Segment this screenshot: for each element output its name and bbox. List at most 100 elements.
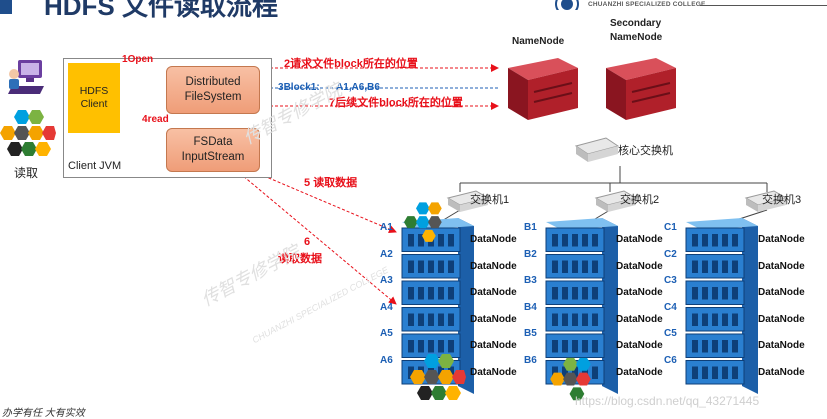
drive-slot (552, 340, 558, 353)
secondary-namenode-server-icon (606, 58, 676, 120)
step-4-label: 4read (142, 114, 169, 125)
row-label: A3 (380, 275, 393, 286)
step-1-text: Open (127, 54, 154, 65)
datanode-label: DataNode (758, 340, 805, 351)
step-3-text: Block1: (283, 82, 320, 93)
drive-slot (552, 313, 558, 326)
college-name: CHUANZHI SPECIALIZED COLLEGE (588, 1, 706, 8)
reader-label: 读取 (14, 166, 39, 180)
row-label: C1 (664, 222, 677, 233)
step-1-number: 1 (122, 54, 128, 65)
drive-slot (448, 313, 454, 326)
fsdata-inputstream-box: FSData InputStream (166, 128, 260, 172)
switch-3-icon (744, 190, 788, 212)
slogan-signature: 办学有任 大有实效 (2, 408, 85, 419)
drive-slot (552, 287, 558, 300)
namenode-server-icon (508, 58, 578, 120)
drive-slot (572, 287, 578, 300)
drive-slot (592, 234, 598, 247)
rack-side (458, 218, 474, 394)
hadoop-hex-cluster-icon (0, 110, 56, 156)
drive-slot (418, 234, 424, 247)
row-label: A2 (380, 248, 393, 260)
drive-slot (592, 313, 598, 326)
datanode-label: DataNode (616, 234, 663, 245)
drive-slot (592, 340, 598, 353)
datanode-label: DataNode (758, 287, 805, 298)
drive-slot (408, 234, 414, 247)
drive-slot (592, 287, 598, 300)
drive-slot (428, 260, 434, 273)
arrow-read-a1 (249, 169, 397, 233)
datanode-label: DataNode (470, 340, 517, 351)
header-accent-bar (0, 0, 12, 14)
switch-2-icon (594, 190, 638, 212)
drive-slot (448, 234, 454, 247)
watermark-url: https://blog.csdn.net/qq_43271445 (575, 394, 760, 408)
step-7-text: 后续文件block所在的位置 (335, 97, 463, 109)
step-2-text: 请求文件block所在的位置 (290, 58, 418, 70)
switch-1-icon (446, 190, 490, 212)
drive-slot (702, 313, 708, 326)
step-1-label: 1Open (122, 54, 153, 65)
drive-slot (562, 340, 568, 353)
drive-slot (712, 234, 718, 247)
drive-slot (418, 340, 424, 353)
drive-slot (722, 313, 728, 326)
drive-slot (722, 366, 728, 379)
switch-3-label: 交换机3 (762, 194, 802, 206)
drive-slot (692, 234, 698, 247)
step-5-text: 读取数据 (313, 177, 358, 189)
drive-slot (562, 366, 568, 379)
step-4-number: 4 (142, 114, 148, 125)
rack-side (602, 218, 618, 394)
step-2-label: 2请求文件block所在的位置 (284, 55, 418, 71)
drive-slot (732, 366, 738, 379)
datanode-label: DataNode (470, 260, 517, 272)
rack-a-bottom-hex-icon (410, 354, 466, 400)
datanode-label: DataNode (470, 234, 517, 245)
drive-slot (428, 287, 434, 300)
drive-slot (418, 287, 424, 300)
header-rule (700, 5, 827, 6)
college-logo-icon (555, 0, 579, 10)
datanode-label: DataNode (616, 366, 663, 378)
drive-slot (428, 313, 434, 326)
datanode-label: DataNode (758, 260, 805, 272)
row-label: B2 (524, 248, 537, 260)
step-3-number: 3 (278, 82, 284, 93)
drive-slot (732, 260, 738, 273)
drive-slot (408, 287, 414, 300)
datanode-label: DataNode (470, 287, 517, 298)
step-3-label: 3Block1: (278, 82, 320, 93)
datanode-label: DataNode (758, 234, 805, 245)
drive-slot (692, 366, 698, 379)
drive-slot (582, 260, 588, 273)
drive-slot (408, 366, 414, 379)
step-6-text: 读取数据 (278, 253, 322, 265)
hdfs-client-box: HDFS Client (68, 63, 120, 133)
distributed-filesystem-box: Distributed FileSystem (166, 66, 260, 114)
switch-1-label: 交换机1 (470, 194, 510, 206)
step-6-number: 6 (304, 236, 311, 248)
drive-slot (438, 313, 444, 326)
drive-slot (712, 287, 718, 300)
drive-slot (732, 287, 738, 300)
drive-slot (572, 340, 578, 353)
row-label: A4 (380, 301, 393, 313)
drive-slot (712, 366, 718, 379)
drive-slot (562, 234, 568, 247)
row-label: B4 (524, 301, 537, 313)
step-7-label: 7后续文件block所在的位置 (329, 94, 463, 110)
computer-user-icon (8, 60, 44, 94)
drive-slot (552, 234, 558, 247)
drive-slot (582, 287, 588, 300)
drive-slot (572, 313, 578, 326)
drive-slot (732, 340, 738, 353)
drive-slot (722, 234, 728, 247)
drive-slot (582, 313, 588, 326)
drive-slot (438, 234, 444, 247)
drive-slot (562, 313, 568, 326)
drive-slot (702, 287, 708, 300)
drive-slot (692, 340, 698, 353)
